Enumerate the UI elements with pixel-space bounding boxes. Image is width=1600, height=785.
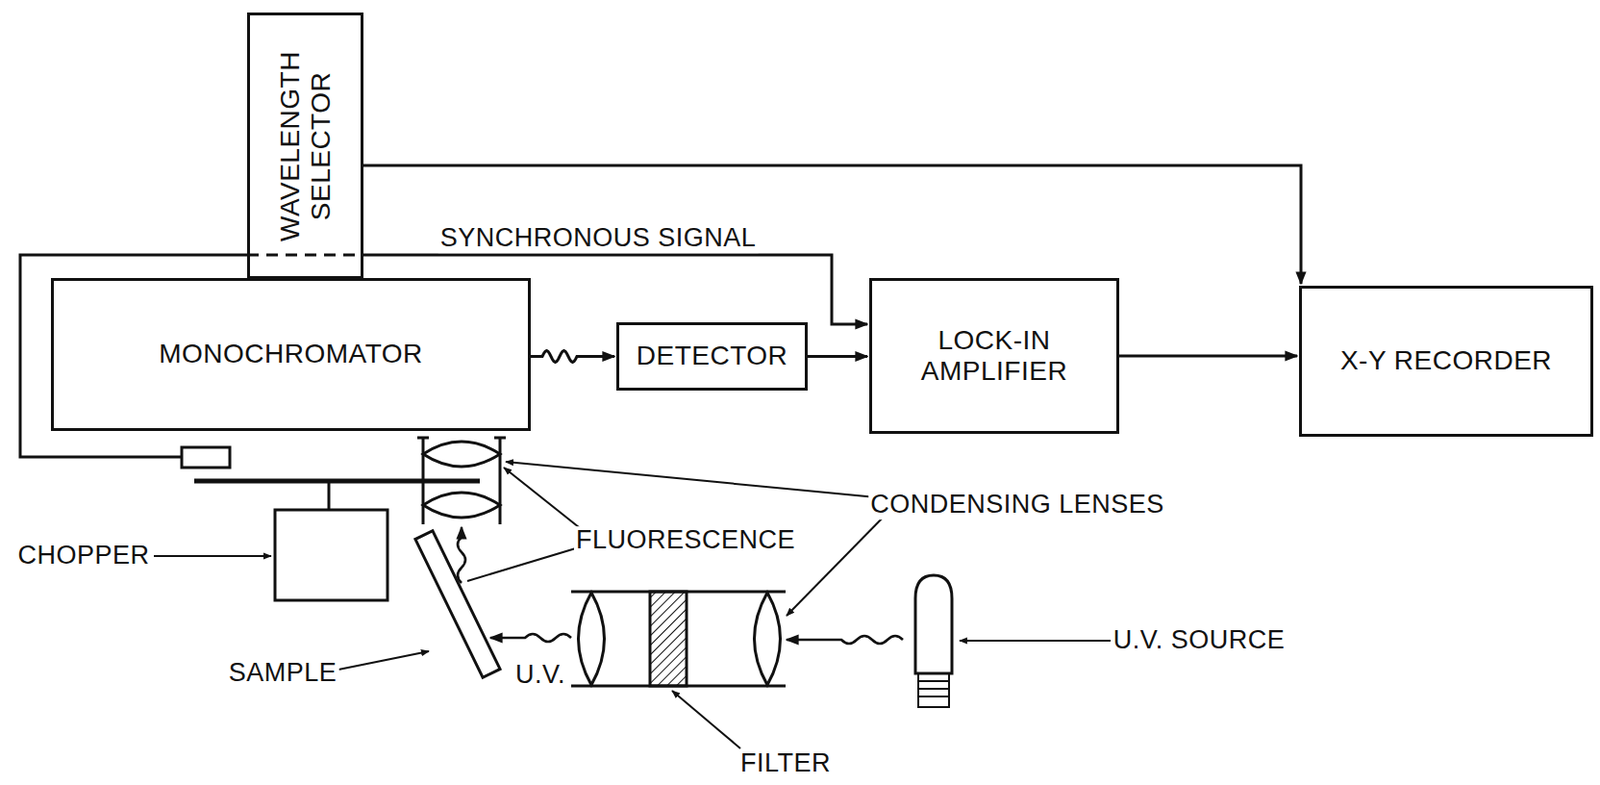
part-label: CHOPPER <box>15 541 151 571</box>
sync-wire <box>363 254 868 325</box>
leader-line <box>503 467 589 535</box>
filter <box>650 591 687 686</box>
part-label: U.V. SOURCE <box>1111 625 1288 655</box>
chopper-sensor <box>181 447 230 468</box>
part-label: FILTER <box>738 749 833 778</box>
condensing-lens <box>578 592 605 685</box>
part-label: U.V. <box>513 660 568 690</box>
box-label: X-Y RECORDER <box>1340 345 1552 376</box>
box-label: WAVELENGTH SELECTOR <box>274 30 336 262</box>
selector-box: WAVELENGTH SELECTOR <box>247 12 364 279</box>
box-label: DETECTOR <box>636 340 789 372</box>
recorder-box: X-Y RECORDER <box>1299 285 1594 437</box>
chopper-motor <box>275 509 388 600</box>
detector-box: DETECTOR <box>616 322 808 391</box>
lens-bracket <box>417 437 506 525</box>
box-label: LOCK-IN AMPLIFIER <box>872 325 1117 387</box>
sample-plate <box>415 530 500 678</box>
leader-line <box>786 511 889 616</box>
uv-ray <box>490 633 572 642</box>
chopper-blade <box>194 478 480 484</box>
condensing-lens <box>754 592 781 685</box>
signal-connector <box>1119 354 1298 358</box>
leader-line <box>153 554 272 557</box>
uv-lamp <box>915 575 952 674</box>
signal-connector <box>807 354 868 358</box>
box-label: MONOCHROMATOR <box>158 338 424 370</box>
part-label: SAMPLE <box>226 658 340 688</box>
part-label: FLUORESCENCE <box>574 525 798 555</box>
chopper-shaft <box>327 482 331 510</box>
condensing-lens <box>423 492 500 518</box>
amplifier-box: LOCK-IN AMPLIFIER <box>869 277 1120 434</box>
signal-connector <box>530 350 615 363</box>
leader-line <box>338 650 429 670</box>
leader-line <box>959 639 1111 642</box>
leader-line <box>505 461 887 499</box>
lamp-base <box>918 673 950 707</box>
uv-ray <box>786 635 903 644</box>
monochromator-box: MONOCHROMATOR <box>50 277 531 431</box>
leader-line <box>467 544 589 581</box>
signal-label: SYNCHRONOUS SIGNAL <box>438 224 759 253</box>
fluorescence-ray <box>457 526 466 583</box>
condensing-lens <box>423 441 500 467</box>
leader-line <box>672 690 741 749</box>
part-label: CONDENSING LENSES <box>868 490 1167 520</box>
signal-connector <box>363 165 1301 284</box>
sync-wire-dashed <box>247 253 364 257</box>
